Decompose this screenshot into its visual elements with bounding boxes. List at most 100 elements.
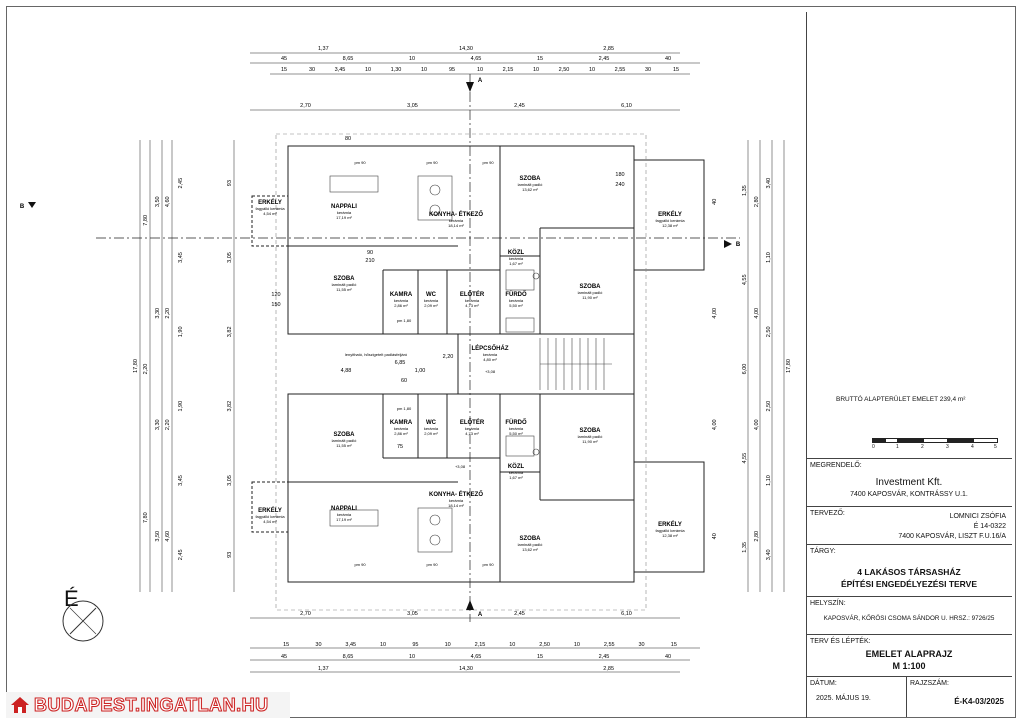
left-dim-total: 17,80 [133,359,139,373]
bottom-dim-row4: 3,05 [407,611,418,617]
room-name-lower: SZOBA [520,536,542,542]
bottom-dim-row3: 3,45 [345,642,356,648]
dim-label: 1,00 [415,368,426,374]
section-label-a-bottom: A [478,612,483,618]
bottom-dim-row2: 45 [281,654,287,660]
dim-label: 60 [401,378,407,384]
subject-section: TÁRGY: 4 LAKÁSOS TÁRSASHÁZ ÉPÍTÉSI ENGED… [806,544,1012,597]
date-value: 2025. MÁJUS 19. [816,695,871,702]
room-name-lower: NAPPALI [331,506,357,512]
room-material-upper: kerámia [424,298,439,303]
right-dim-c: 3,40 [766,178,772,189]
room-area-upper: 17,19 m² [336,215,352,220]
right-dim-c: 2,50 [766,326,772,337]
right-dim-c: 1,10 [766,252,772,263]
left-dim-b: 3,50 [155,531,161,542]
room-material-lower: laminált padló [332,438,357,443]
plan-title: EMELET ALAPRAJZ [865,649,953,659]
dim-label: 180 [615,172,624,178]
scale-num: 3 [946,444,949,450]
house-logo-icon [11,697,29,713]
room-material-lower: kerámia [509,426,524,431]
subject-line-2: ÉPÍTÉSI ENGEDÉLYEZÉSI TERVE [840,579,978,589]
bottom-dim-overall: 14,30 [459,666,473,672]
window-mark: pm 90 [354,562,366,567]
right-dim-d: 40 [712,533,718,539]
room-area-lower: 18,14 m² [448,503,464,508]
room-name-lower: FÜRDŐ [505,419,527,426]
right-dim-d: 4,00 [712,308,718,319]
top-dim-row3: 10 [589,67,595,73]
top-dim-row3: 95 [449,67,455,73]
room-area-lower: 5,50 m² [509,431,523,436]
dim-label: 6,85 [395,360,406,366]
right-dim-c: 2,50 [766,401,772,412]
dim-label: 150 [271,302,280,308]
left-dim-e: 3,05 [227,475,233,486]
top-dim-row3: 10 [365,67,371,73]
scale-num: 4 [971,444,974,450]
client-label: MEGRENDELŐ: [810,462,862,469]
top-dim-row3: 2,15 [503,67,514,73]
bottom-dim-row3: 15 [671,642,677,648]
dim-label: 75 [397,444,403,450]
subject-label: TÁRGY: [810,548,836,555]
room-name-upper: KÖZL [508,249,525,256]
room-name-lower: KÖZL [508,463,525,470]
right-dim-a: 4,55 [742,453,748,464]
date-label: DÁTUM: [810,680,837,687]
room-name-upper: NAPPALI [331,204,357,210]
top-dim-row3: 2,50 [559,67,570,73]
balcony-right-lower [633,461,705,573]
room-area-upper: 18,14 m² [448,223,464,228]
stairwell-outline [457,333,635,395]
bottom-dim-row4: 6,10 [621,611,632,617]
north-arrow-icon [62,600,104,642]
top-dim-row4: 3,05 [407,103,418,109]
room-area-lower: 11,55 m² [336,443,352,448]
room-material-lower: kerámia [337,512,352,517]
room-name-upper: SZOBA [580,284,602,290]
client-address: 7400 KAPOSVÁR, KONTRÁSSY U.1. [850,491,968,498]
room-name-lower: WC [426,420,437,426]
bottom-dim-row3: 10 [445,642,451,648]
location-section: HELYSZÍN: KAPOSVÁR, KŐRÖSI CSOMA SÁNDOR … [806,596,1012,635]
room-material-lower: laminált padló [518,542,543,547]
left-dim-e: 93 [227,180,233,186]
left-dim-b: 3,30 [155,419,161,430]
right-dim-b: 4,00 [754,308,760,319]
room-name-upper: KONYHA- ÉTKEZŐ [429,210,483,218]
window-mark: pm 90 [426,160,438,165]
designer-id: É 14-0322 [973,523,1006,530]
scale-num: 2 [921,444,924,450]
left-dim-b: 3,50 [155,196,161,207]
window-mark: pm 1,80 [397,318,412,323]
level-mark: +3,08 [485,369,496,374]
room-material-upper: kerámia [509,298,524,303]
room-material-lower: kerámia [509,470,524,475]
left-dim-d: 2,45 [178,549,184,560]
room-name-upper: LÉPCSŐHÁZ [471,344,508,352]
room-material-lower: kerámia [465,426,480,431]
dim-label: 80 [345,136,351,142]
dim-label: 120 [271,292,280,298]
left-dim-d: 1,90 [178,401,184,412]
room-name-upper: ELŐTÉR [460,290,485,298]
bottom-dim-row2: 8,65 [343,654,354,660]
room-name-lower: ERKÉLY [258,506,282,514]
location-label: HELYSZÍN: [810,600,846,607]
room-area-upper: 11,90 m² [582,295,598,300]
top-dim-row2: 15 [537,56,543,62]
bottom-dim-row2: 4,65 [471,654,482,660]
bottom-dim-row2: 10 [409,654,415,660]
bottom-dim-row3: 2,50 [539,642,550,648]
bottom-dim-row4: 2,45 [514,611,525,617]
top-dim-row4: 6,10 [621,103,632,109]
dim-label: 240 [615,182,624,188]
scale-bar: 0 1 2 3 4 5 [872,438,1000,450]
left-dim-d: 1,90 [178,326,184,337]
right-dim-b: 2,80 [754,531,760,542]
scale-num: 1 [896,444,899,450]
plan-section: TERV ÉS LÉPTÉK: EMELET ALAPRAJZ M 1:100 [806,634,1012,677]
section-label-b-left: B [20,204,25,210]
